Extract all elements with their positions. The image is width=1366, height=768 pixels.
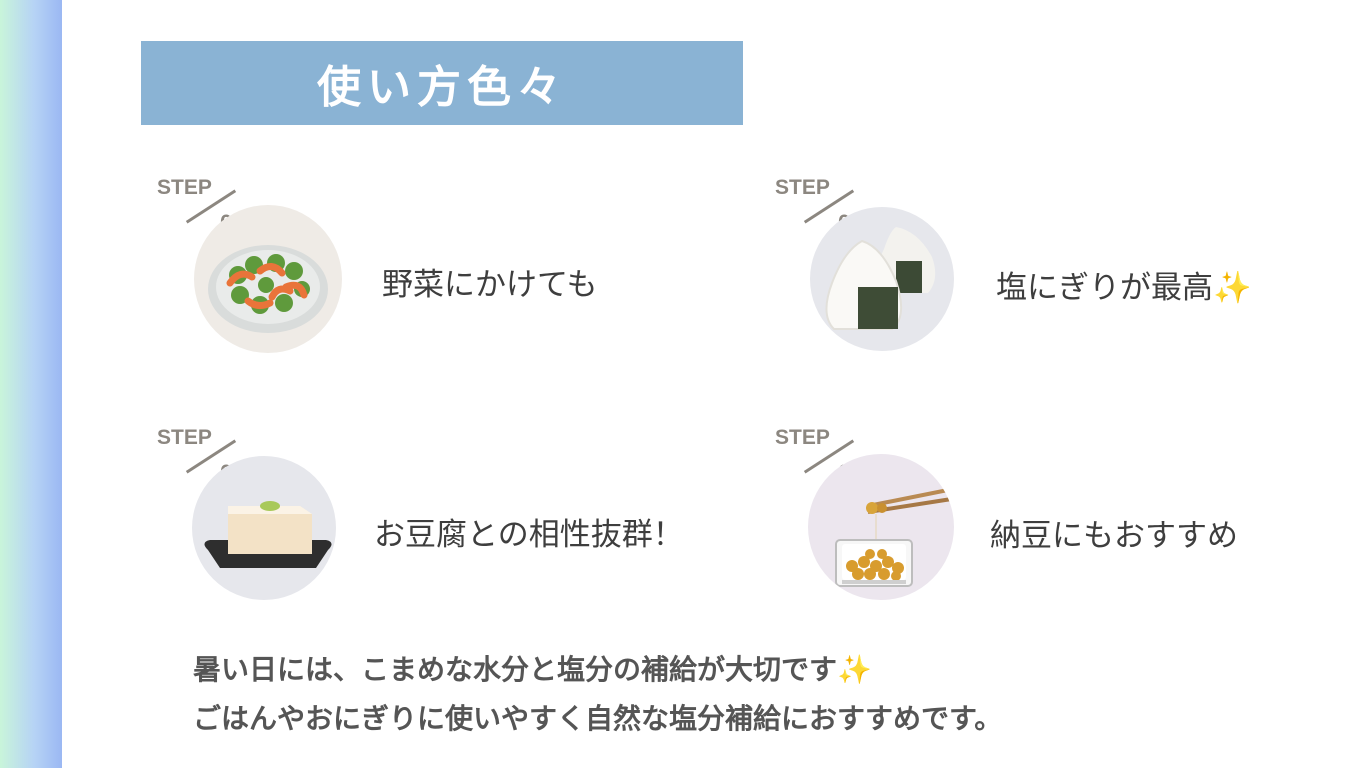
- natto-chopsticks-icon: [835, 486, 954, 587]
- step-image-3: [192, 456, 336, 600]
- onigiri-icon: [825, 227, 936, 330]
- step-image-1: [194, 205, 342, 353]
- step-caption-2: 塩にぎりが最高✨: [996, 270, 1252, 306]
- tofu-icon: [204, 501, 332, 568]
- step-image-4: [808, 454, 954, 600]
- page-title-text: 使い方色々: [317, 62, 567, 113]
- step-image-2: [810, 207, 954, 351]
- step-word: STEP: [157, 426, 212, 449]
- step-caption-3: お豆腐との相性抜群！: [374, 517, 684, 553]
- step-word: STEP: [157, 176, 212, 199]
- step-caption-1: 野菜にかけても: [382, 267, 598, 303]
- step-word: STEP: [775, 176, 830, 199]
- footer-line-1: 暑い日には、こまめな水分と塩分の補給が大切です✨: [193, 653, 872, 686]
- page-title: 使い方色々: [141, 41, 743, 125]
- footer-line-2: ごはんやおにぎりに使いやすく自然な塩分補給におすすめです。: [193, 702, 1003, 735]
- step-word: STEP: [775, 426, 830, 449]
- step-caption-4: 納豆にもおすすめ: [990, 518, 1238, 554]
- sidebar-gradient-strip: [0, 0, 62, 768]
- shrimp-broccoli-plate-icon: [208, 245, 328, 333]
